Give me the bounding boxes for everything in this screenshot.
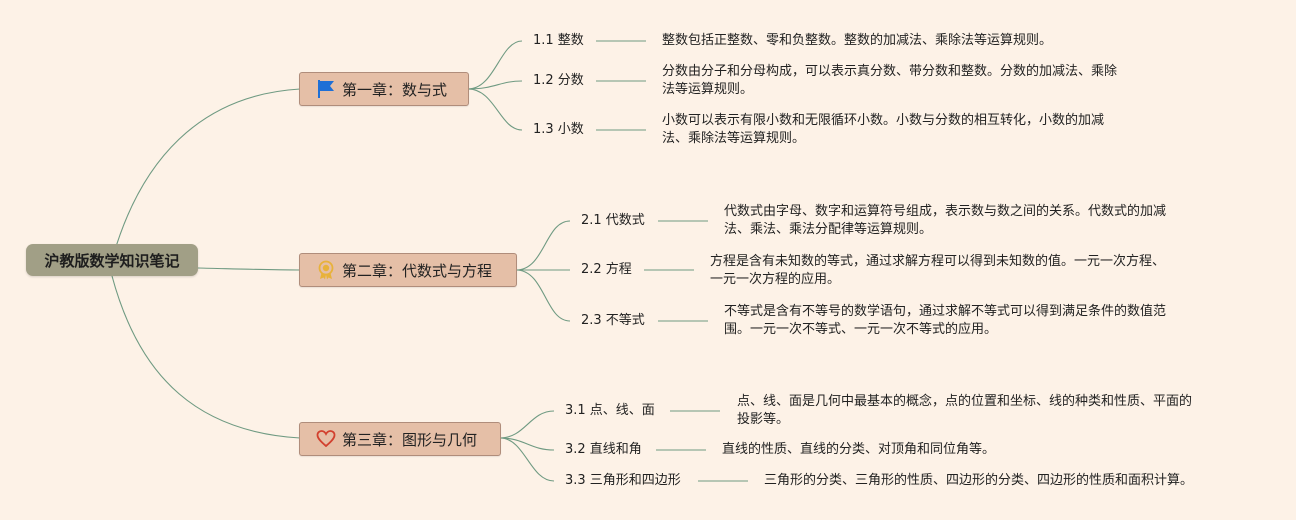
chapter-2-node[interactable]: 第二章：代数式与方程 (299, 253, 517, 287)
section-3-2-desc: 直线的性质、直线的分类、对顶角和同位角等。 (722, 441, 1122, 459)
link-ch2-s3 (515, 269, 571, 322)
section-3-3-desc: 三角形的分类、三角形的性质、四边形的分类、四边形的性质和面积计算。 (764, 472, 1244, 490)
desc-line: 一元一次方程的应用。 (710, 272, 841, 287)
link-root-ch3 (111, 275, 301, 439)
link-ch1-s1 (467, 40, 523, 90)
section-3-1[interactable]: 3.1 点、线、面 (565, 403, 655, 418)
desc-line: 直线的性质、直线的分类、对顶角和同位角等。 (722, 442, 996, 457)
section-1-1[interactable]: 1.1 整数 (533, 33, 584, 48)
section-1-3[interactable]: 1.3 小数 (533, 122, 584, 137)
link-ch2-s1 (515, 220, 571, 271)
desc-line: 法、乘除法等运算规则。 (662, 131, 806, 146)
section-3-2[interactable]: 3.2 直线和角 (565, 442, 642, 457)
desc-line: 围。一元一次不等式、一元一次不等式的应用。 (724, 322, 998, 337)
desc-line: 三角形的分类、三角形的性质、四边形的分类、四边形的性质和面积计算。 (764, 473, 1194, 488)
section-2-3[interactable]: 2.3 不等式 (581, 313, 645, 328)
link-ch3-s3 (499, 437, 555, 482)
chapter-1-label: 第一章：数与式 (342, 80, 448, 99)
desc-line: 分数由分子和分母构成，可以表示真分数、带分数和整数。分数的加减法、乘除 (662, 64, 1118, 79)
link-root-ch1 (111, 88, 301, 261)
desc-line: 法、乘法、乘法分配律等运算规则。 (724, 222, 933, 237)
root-label: 沪教版数学知识笔记 (44, 251, 180, 270)
desc-line: 法等运算规则。 (662, 82, 754, 97)
medal-icon (316, 260, 336, 280)
section-2-3-desc: 不等式是含有不等号的数学语句，通过求解不等式可以得到满足条件的数值范 围。一元一… (724, 303, 1224, 339)
desc-line: 整数包括正整数、零和负整数。整数的加减法、乘除法等运算规则。 (662, 33, 1053, 48)
desc-line: 代数式由字母、数字和运算符号组成，表示数与数之间的关系。代数式的加减 (724, 204, 1167, 219)
section-2-2-desc: 方程是含有未知数的等式，通过求解方程可以得到未知数的值。一元一次方程、 一元一次… (710, 253, 1220, 289)
link-ch1-s3 (467, 88, 523, 131)
section-1-3-desc: 小数可以表示有限小数和无限循环小数。小数与分数的相互转化，小数的加减 法、乘除法… (662, 112, 1162, 148)
chapter-3-label: 第三章：图形与几何 (342, 430, 478, 449)
section-1-1-desc: 整数包括正整数、零和负整数。整数的加减法、乘除法等运算规则。 (662, 32, 1102, 50)
section-2-2[interactable]: 2.2 方程 (581, 262, 632, 277)
chapter-1-node[interactable]: 第一章：数与式 (299, 72, 469, 106)
desc-line: 不等式是含有不等号的数学语句，通过求解不等式可以得到满足条件的数值范 (724, 304, 1167, 319)
heart-icon (316, 429, 336, 449)
section-2-1-desc: 代数式由字母、数字和运算符号组成，表示数与数之间的关系。代数式的加减 法、乘法、… (724, 203, 1224, 239)
desc-line: 小数可以表示有限小数和无限循环小数。小数与分数的相互转化，小数的加减 (662, 113, 1105, 128)
link-ch3-s1 (499, 410, 555, 439)
section-1-2-desc: 分数由分子和分母构成，可以表示真分数、带分数和整数。分数的加减法、乘除 法等运算… (662, 63, 1162, 99)
desc-line: 方程是含有未知数的等式，通过求解方程可以得到未知数的值。一元一次方程、 (710, 254, 1166, 269)
section-3-1-desc: 点、线、面是几何中最基本的概念，点的位置和坐标、线的种类和性质、平面的 投影等。 (737, 393, 1257, 429)
desc-line: 投影等。 (737, 412, 790, 427)
section-1-2[interactable]: 1.2 分数 (533, 73, 584, 88)
section-3-3[interactable]: 3.3 三角形和四边形 (565, 473, 681, 488)
flag-icon (316, 79, 336, 99)
desc-line: 点、线、面是几何中最基本的概念，点的位置和坐标、线的种类和性质、平面的 (737, 394, 1193, 409)
link-root-ch2 (197, 267, 301, 271)
root-node[interactable]: 沪教版数学知识笔记 (26, 244, 198, 276)
chapter-3-node[interactable]: 第三章：图形与几何 (299, 422, 501, 456)
chapter-2-label: 第二章：代数式与方程 (342, 261, 493, 280)
section-2-1[interactable]: 2.1 代数式 (581, 213, 645, 228)
link-ch1-s2 (467, 80, 523, 90)
